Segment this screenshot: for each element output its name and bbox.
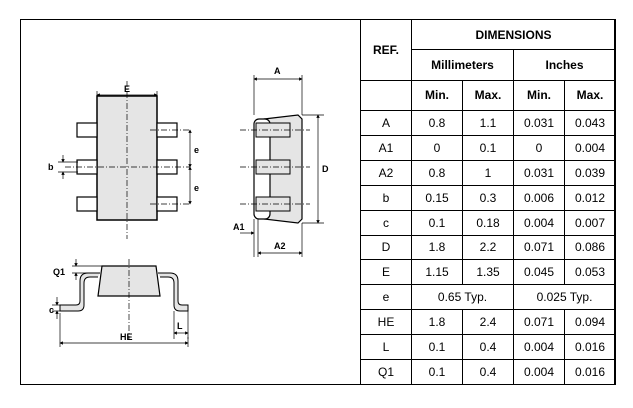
dimensions-header: DIMENSIONS — [410, 18, 617, 51]
mm-max-header: Max. — [462, 79, 514, 112]
mm-max-cell: 2.4 — [462, 309, 514, 336]
in-max-header: Max. — [563, 79, 617, 112]
in-min-cell: 0.071 — [513, 309, 565, 336]
ref-cell: A1 — [360, 134, 412, 161]
ref-cell: HE — [360, 309, 412, 336]
dim-label-Q1: Q1 — [53, 267, 65, 277]
dim-label-A2: A2 — [274, 241, 286, 251]
dim-label-A1: A1 — [233, 222, 245, 232]
mm-max-cell: 0.1 — [462, 134, 514, 161]
ref-cell: c — [360, 209, 412, 236]
in-min-cell: 0.031 — [513, 110, 565, 136]
in-max-cell: 0.086 — [563, 234, 617, 261]
in-max-cell: 0.012 — [563, 184, 617, 211]
dim-label-D: D — [322, 164, 329, 174]
dim-label-c: c — [49, 305, 54, 315]
ref-cell: D — [360, 234, 412, 261]
mm-max-cell: 0.4 — [462, 334, 514, 360]
mm-min-cell: 0.15 — [411, 184, 463, 211]
inches-header: Inches — [512, 49, 617, 81]
mm-min-cell: 0.1 — [411, 334, 463, 360]
mm-min-cell: 0 — [411, 134, 463, 161]
ref-cell: A — [360, 110, 412, 136]
in-max-cell: 0.016 — [563, 334, 617, 360]
package-outline-svg: E b e e A D A1 A2 — [48, 66, 329, 347]
dim-label-b: b — [48, 162, 54, 172]
dim-label-e-upper: e — [194, 145, 199, 155]
in-min-cell: 0.006 — [513, 184, 565, 211]
in-typ-cell: 0.025 Typ. — [512, 284, 617, 311]
in-max-cell: 0.016 — [563, 358, 617, 386]
mm-min-cell: 0.1 — [411, 358, 463, 386]
in-min-cell: 0.004 — [513, 209, 565, 236]
mm-max-cell: 1 — [462, 159, 514, 186]
mm-max-cell: 1.1 — [462, 110, 514, 136]
dim-label-L: L — [177, 321, 183, 331]
dim-label-HE: HE — [120, 332, 133, 342]
ref-cell: E — [360, 259, 412, 286]
dim-label-A: A — [274, 66, 281, 76]
millimeters-header: Millimeters — [411, 49, 514, 81]
ref-cell: b — [360, 184, 412, 211]
mm-typ-cell: 0.65 Typ. — [411, 284, 514, 311]
mm-min-cell: 0.8 — [411, 110, 463, 136]
mm-max-cell: 0.18 — [462, 209, 514, 236]
mm-min-cell: 1.15 — [411, 259, 463, 286]
mm-min-header: Min. — [411, 79, 463, 112]
ref-cell: Q1 — [360, 358, 412, 386]
side-view — [240, 75, 324, 257]
mm-min-cell: 1.8 — [411, 309, 463, 336]
in-max-cell: 0.007 — [563, 209, 617, 236]
in-max-cell: 0.004 — [563, 134, 617, 161]
ref-subheader-empty — [360, 79, 412, 112]
top-view — [58, 81, 192, 239]
dim-label-e-lower: e — [194, 183, 199, 193]
mm-max-cell: 0.3 — [462, 184, 514, 211]
in-max-cell: 0.094 — [563, 309, 617, 336]
mm-max-cell: 2.2 — [462, 234, 514, 261]
in-max-cell: 0.053 — [563, 259, 617, 286]
mm-max-cell: 0.4 — [462, 358, 514, 386]
dimensions-table: REF. DIMENSIONS Millimeters Inches Min. … — [360, 18, 617, 386]
ref-cell: L — [360, 334, 412, 360]
in-min-cell: 0 — [513, 134, 565, 161]
mm-min-cell: 0.8 — [411, 159, 463, 186]
in-max-cell: 0.039 — [563, 159, 617, 186]
in-min-cell: 0.004 — [513, 358, 565, 386]
ref-header: REF. — [360, 19, 412, 81]
in-min-cell: 0.031 — [513, 159, 565, 186]
in-min-header: Min. — [513, 79, 565, 112]
front-view — [52, 259, 189, 347]
in-min-cell: 0.071 — [513, 234, 565, 261]
ref-cell: A2 — [360, 159, 412, 186]
in-min-cell: 0.004 — [513, 334, 565, 360]
in-max-cell: 0.043 — [563, 110, 617, 136]
mm-min-cell: 0.1 — [411, 209, 463, 236]
in-min-cell: 0.045 — [513, 259, 565, 286]
mm-min-cell: 1.8 — [411, 234, 463, 261]
mm-max-cell: 1.35 — [462, 259, 514, 286]
package-drawing: E b e e A D A1 A2 — [20, 19, 360, 385]
dim-label-E: E — [124, 84, 130, 94]
ref-cell: e — [360, 284, 412, 311]
